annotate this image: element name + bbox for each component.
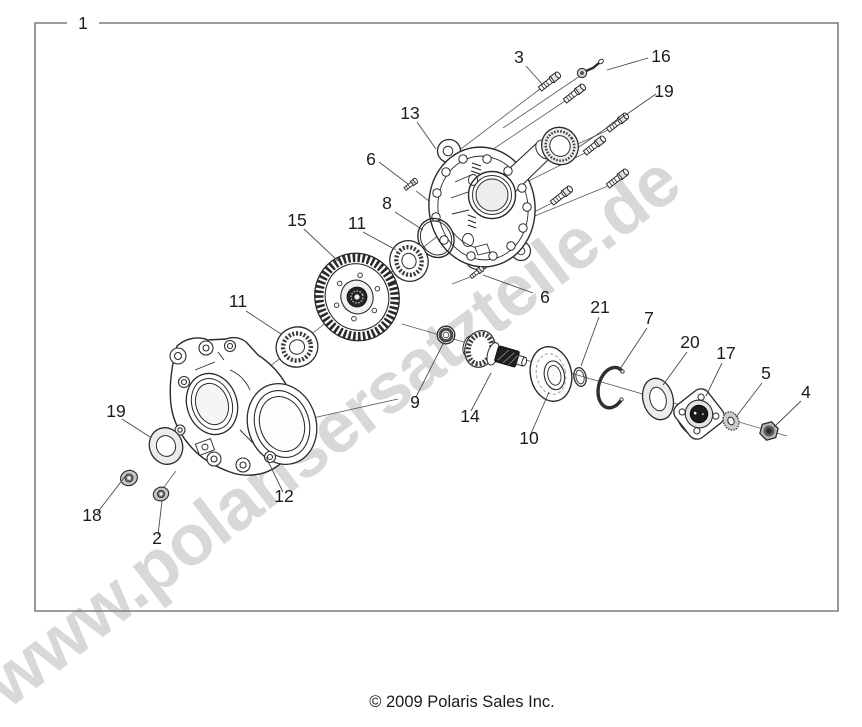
callout-11-left: 11 (229, 291, 247, 311)
part-seal-pinion (641, 377, 675, 421)
callout-16: 16 (651, 46, 670, 66)
part-washer (722, 411, 740, 431)
part-seal-input (541, 126, 579, 166)
part-oring-small (573, 366, 587, 388)
part-plug-2 (152, 486, 170, 502)
part-screw-left (402, 177, 419, 192)
part-snap-ring (596, 365, 625, 410)
callout-14: 14 (460, 406, 480, 426)
callout-12: 12 (274, 486, 293, 506)
callout-1: 1 (78, 13, 88, 33)
callout-19-left: 19 (106, 401, 125, 421)
part-spacer (436, 325, 456, 345)
callout-21: 21 (590, 297, 609, 317)
callout-4: 4 (801, 382, 811, 402)
callout-10: 10 (519, 428, 539, 448)
copyright-text: © 2009 Polaris Sales Inc. (369, 693, 555, 711)
part-output-flange (673, 388, 725, 440)
callout-5: 5 (761, 363, 771, 383)
callout-6-right: 6 (540, 287, 550, 307)
callout-11-top: 11 (348, 213, 366, 233)
part-gearcase-housing (169, 336, 318, 476)
leader-lines (96, 57, 802, 536)
callout-8: 8 (382, 193, 392, 213)
part-seal-output (148, 427, 184, 465)
callout-7: 7 (644, 308, 654, 328)
part-carrier-bearing-right (389, 240, 429, 282)
callout-13: 13 (400, 103, 419, 123)
assembly-border: 1 (34, 13, 839, 612)
part-pinion-bearing (529, 346, 573, 402)
part-ring-gear (314, 252, 400, 342)
callout-20: 20 (680, 332, 700, 352)
part-pinion-gear (462, 330, 528, 368)
callout-labels: 3 16 19 13 6 8 15 11 11 6 21 7 20 17 5 4… (82, 46, 811, 548)
callout-18: 18 (82, 505, 101, 525)
callout-15: 15 (287, 210, 306, 230)
callout-6-left: 6 (366, 149, 376, 169)
callout-19-top: 19 (654, 81, 673, 101)
part-carrier-bearing-left (275, 326, 319, 368)
callout-9: 9 (410, 392, 420, 412)
callout-3: 3 (514, 47, 524, 67)
callout-17: 17 (716, 343, 735, 363)
part-nut (759, 421, 779, 441)
part-plug-18 (120, 469, 138, 487)
part-vent-fitting (576, 58, 604, 79)
callout-2: 2 (152, 528, 162, 548)
